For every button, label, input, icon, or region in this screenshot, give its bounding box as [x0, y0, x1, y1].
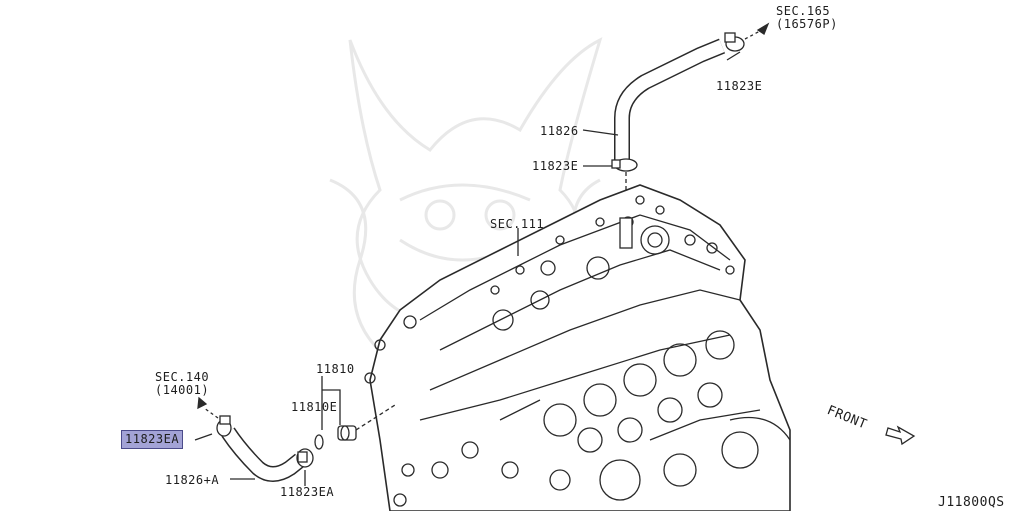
label-11810: 11810 [316, 362, 355, 376]
diagram-code: J11800QS [938, 495, 1005, 510]
oring-11810E [314, 434, 324, 450]
label-11823E-top: 11823E [716, 79, 763, 93]
label-11810E: 11810E [291, 400, 338, 414]
hose-11826 [614, 38, 726, 160]
label-sec165-ref: (16576P) [776, 17, 838, 31]
label-sec140-ref: (14001) [155, 383, 210, 397]
clamp-11823EA-lower [296, 448, 314, 468]
label-11823EA-bottom: 11823EA [280, 485, 335, 499]
hose-11826A [221, 427, 305, 482]
engine-assembly [364, 184, 791, 511]
label-11823EA-highlighted[interactable]: 11823EA [121, 430, 184, 449]
pcv-valve-11810 [314, 404, 396, 450]
label-sec140: SEC.140 [155, 370, 210, 384]
clamp-11823EA-upper [197, 396, 232, 437]
label-sec111: SEC.111 [490, 217, 545, 231]
label-sec165: SEC.165 [776, 4, 831, 18]
label-11826: 11826 [540, 124, 579, 138]
clamp-11823E-top [724, 22, 770, 52]
label-11826A: 11826+A [165, 473, 220, 487]
front-arrow-icon [885, 425, 916, 446]
label-11823E-mid: 11823E [532, 159, 579, 173]
